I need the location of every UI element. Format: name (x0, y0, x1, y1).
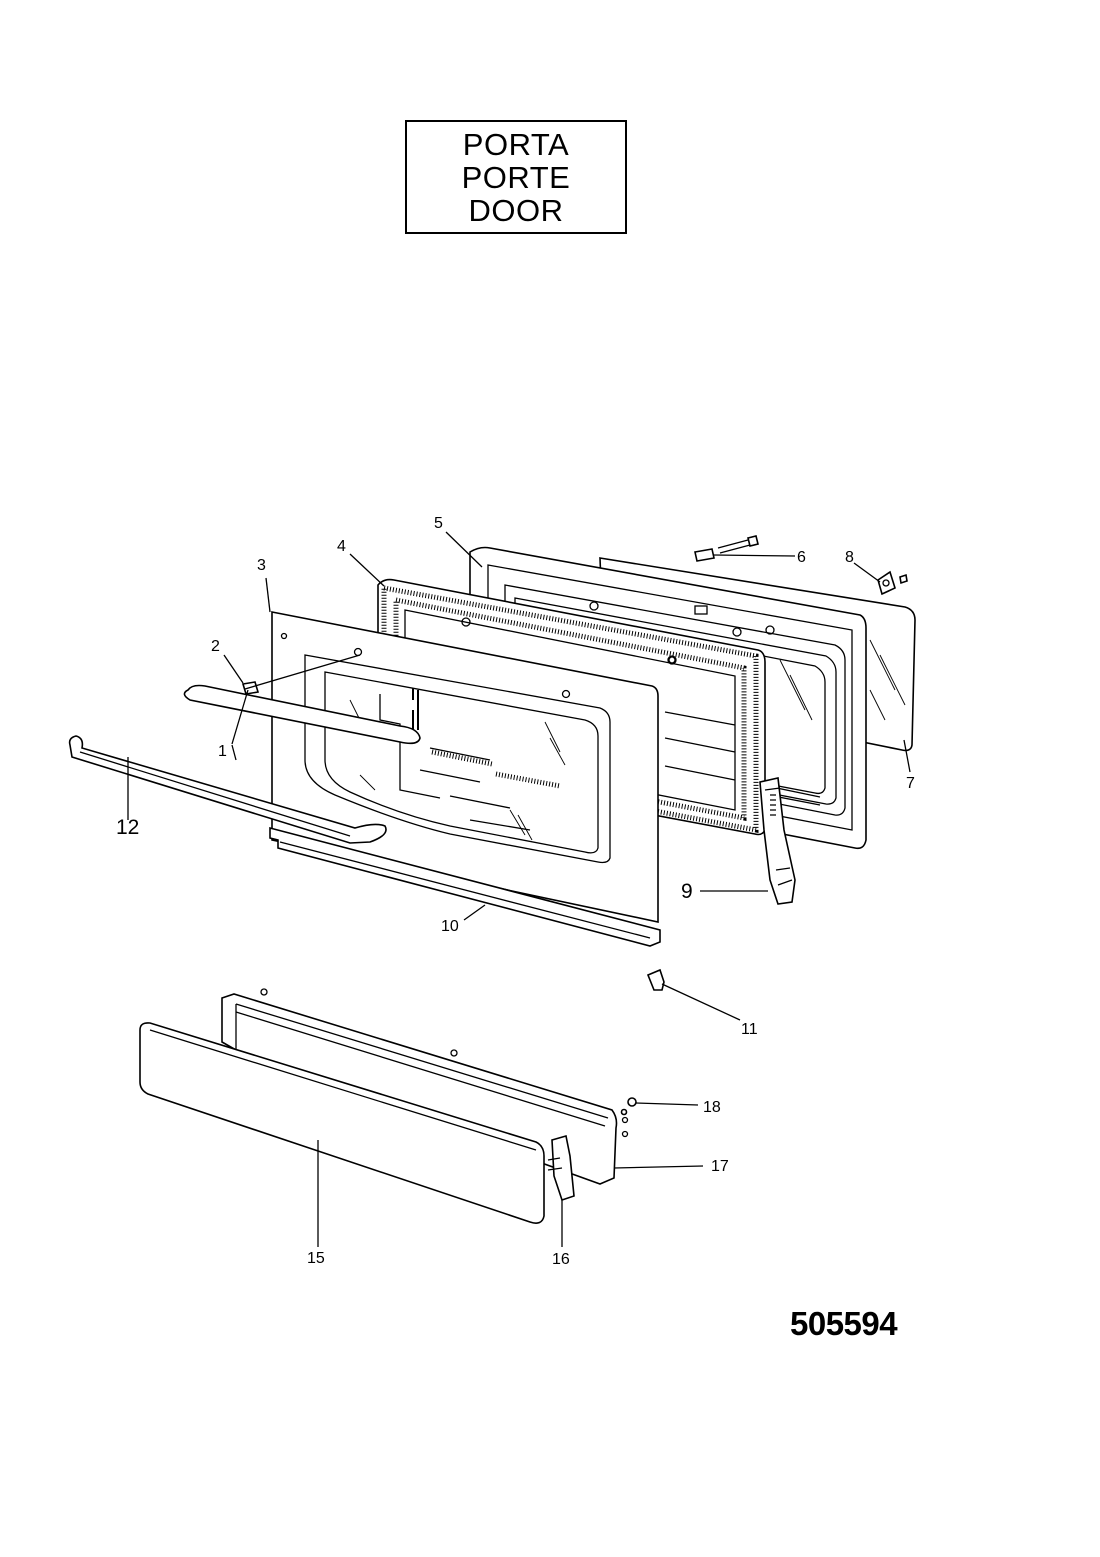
callout-6: 6 (797, 549, 806, 566)
part-18-screws (620, 1097, 637, 1116)
part-3-outer-panel (271, 611, 676, 923)
callout-7: 7 (906, 775, 915, 792)
callout-15: 15 (307, 1250, 325, 1267)
part-12-bottom-bar (68, 735, 387, 844)
callout-1: 1 (218, 743, 227, 760)
part-1-handle (183, 684, 421, 745)
title-line-3: DOOR (468, 192, 564, 228)
callout-10: 10 (441, 918, 459, 935)
part-10-bottom-profile (269, 826, 661, 947)
part-2-screw (241, 654, 361, 695)
part-16-hinge-bracket (547, 1134, 575, 1202)
callout-3: 3 (257, 557, 266, 574)
callout-8: 8 (845, 549, 854, 566)
callout-17: 17 (711, 1158, 729, 1175)
part-8-bracket (877, 570, 908, 596)
callout-2: 2 (211, 638, 220, 655)
part-11-clip (646, 968, 665, 991)
callout-11: 11 (741, 1021, 758, 1038)
part-9-hinge (759, 777, 796, 905)
callout-labels: 1 2 3 4 5 6 7 8 9 10 11 12 15 16 17 18 (116, 515, 915, 1268)
callout-16: 16 (552, 1251, 570, 1268)
callout-12: 12 (116, 816, 139, 839)
callout-5: 5 (434, 515, 443, 532)
callout-9: 9 (681, 880, 693, 903)
part-15-bottom-panel (139, 1022, 545, 1224)
drawing-number: 505594 (790, 1305, 898, 1342)
title-line-2: PORTE (461, 159, 571, 195)
title-line-1: PORTA (462, 126, 570, 162)
part-6-bolt (694, 535, 759, 562)
leader-lines (127, 531, 911, 1247)
callout-18: 18 (703, 1099, 721, 1116)
callout-4: 4 (337, 538, 346, 555)
title-block: PORTA PORTE DOOR (405, 120, 627, 234)
